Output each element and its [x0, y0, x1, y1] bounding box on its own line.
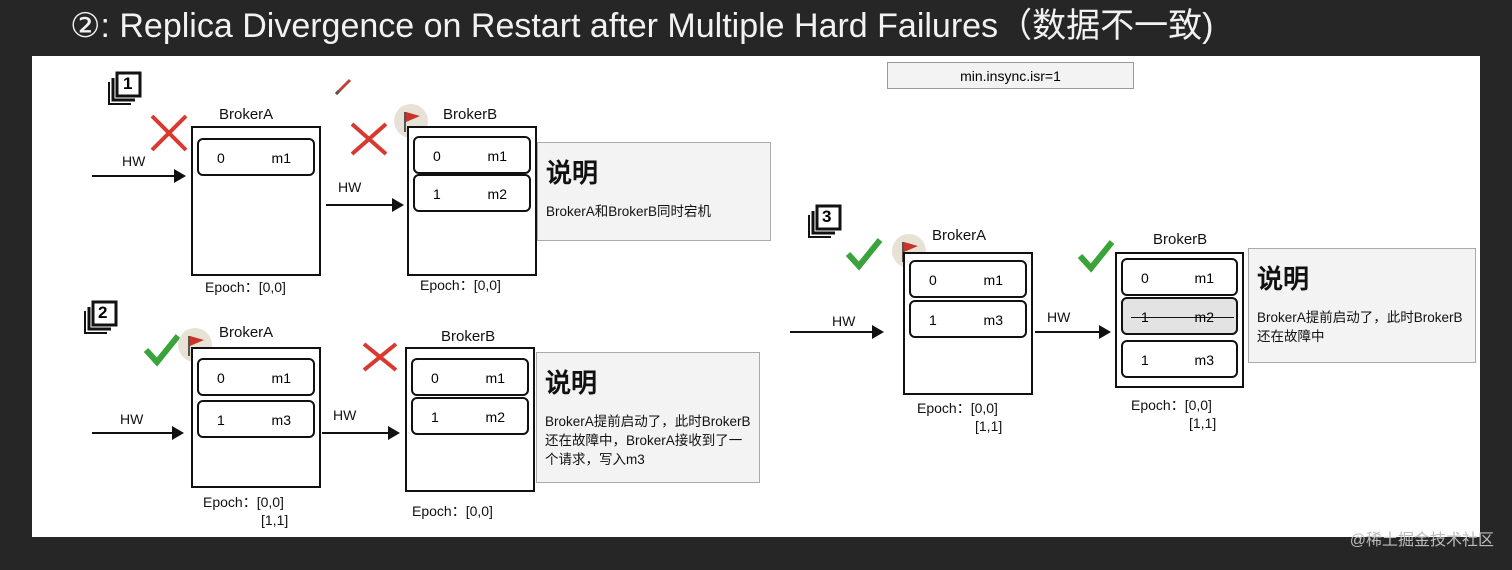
hw-label: HW — [333, 407, 357, 423]
log-offset: 1 — [433, 186, 441, 202]
log-offset: 0 — [929, 272, 937, 288]
step-2-icon — [84, 300, 118, 334]
strikethrough-line — [1131, 317, 1234, 318]
broker-a-title: BrokerA — [219, 106, 274, 123]
log-row: 1 m3 — [197, 400, 315, 438]
broker-b-title: BrokerB — [441, 328, 496, 345]
log-row: 0 m1 — [1121, 258, 1238, 296]
hw-arrow — [790, 325, 884, 339]
up-check-icon — [845, 238, 883, 271]
note-body: BrokerA提前启动了，此时BrokerB还在故障中 — [1257, 310, 1463, 344]
broker-a-log: 0 m1 1 m3 — [903, 252, 1033, 395]
log-message: m3 — [983, 312, 1003, 328]
broker-a-title: BrokerA — [932, 227, 987, 244]
log-offset: 0 — [217, 150, 225, 166]
log-row: 1 m3 — [1121, 340, 1238, 378]
step-3-icon — [808, 204, 842, 238]
hw-arrow — [1035, 325, 1111, 339]
broker-b-title: BrokerB — [1153, 231, 1208, 248]
log-offset: 0 — [1141, 270, 1149, 286]
log-offset: 1 — [929, 312, 937, 328]
step-2-note: 说明 BrokerA提前启动了，此时BrokerB还在故障中，BrokerA接收… — [536, 352, 760, 483]
log-message: m1 — [271, 370, 291, 386]
log-message: m1 — [271, 150, 291, 166]
log-row: 1 m2 — [411, 397, 529, 435]
up-check-icon — [143, 334, 181, 367]
log-row: 0 m1 — [413, 136, 531, 174]
note-title: 说明 — [1257, 264, 1310, 294]
hw-label: HW — [122, 153, 146, 169]
log-message: m3 — [1194, 352, 1214, 368]
step-2-number: 2 — [98, 303, 108, 322]
broker-b-log: 0 m1 1 m2 — [407, 126, 537, 276]
hw-label: HW — [120, 411, 144, 427]
min-insync-isr-box: min.insync.isr=1 — [887, 62, 1134, 89]
log-offset: 0 — [431, 370, 439, 386]
log-row: 0 m1 — [197, 138, 315, 176]
hw-arrow — [92, 426, 184, 440]
step-3-note: 说明 BrokerA提前启动了，此时BrokerB还在故障中 — [1248, 248, 1476, 363]
note-body: BrokerA提前启动了，此时BrokerB还在故障中，BrokerA接收到了一… — [545, 414, 751, 467]
pencil-icon — [334, 78, 352, 96]
note-body: BrokerA和BrokerB同时宕机 — [546, 204, 712, 219]
log-message: m1 — [487, 148, 507, 164]
broker-a-epoch: Epoch：[0,0] [1,1] — [917, 400, 1003, 434]
log-row: 1 m2 — [413, 174, 531, 212]
log-row: 0 m1 — [909, 260, 1027, 298]
log-message: m3 — [271, 412, 291, 428]
log-offset: 0 — [217, 370, 225, 386]
broker-a-log: 0 m1 — [191, 126, 321, 276]
hw-label: HW — [832, 313, 856, 329]
broker-b-epoch: Epoch：[0,0] — [420, 277, 501, 293]
hw-label: HW — [1047, 309, 1071, 325]
step-1-number: 1 — [123, 74, 133, 93]
hw-arrow — [92, 169, 186, 183]
log-message: m2 — [485, 409, 505, 425]
hw-arrow — [326, 198, 404, 212]
truncated-log-row: 1 m2 — [1121, 297, 1238, 335]
hw-arrow — [322, 426, 400, 440]
log-offset: 1 — [217, 412, 225, 428]
log-offset: 0 — [433, 148, 441, 164]
log-message: m2 — [487, 186, 507, 202]
broker-b-epoch: Epoch：[0,0] — [412, 503, 493, 519]
broker-b-log: 0 m1 1 m2 — [405, 347, 535, 492]
log-offset: 1 — [1141, 352, 1149, 368]
broker-a-epoch: Epoch：[0,0] [1,1] — [203, 494, 289, 528]
broker-b-epoch: Epoch：[0,0] [1,1] — [1131, 397, 1217, 431]
step-1-icon — [108, 71, 142, 105]
broker-a-title: BrokerA — [219, 324, 274, 341]
down-cross-icon — [362, 342, 398, 372]
broker-b-title: BrokerB — [443, 106, 498, 123]
log-row: 0 m1 — [411, 358, 529, 396]
broker-b-log: 0 m1 1 m2 1 m3 — [1115, 252, 1244, 388]
log-row: 0 m1 — [197, 358, 315, 396]
diagram-canvas: min.insync.isr=1 1 BrokerA 0 m1 HW Epoch… — [32, 56, 1480, 537]
log-row: 1 m3 — [909, 300, 1027, 338]
note-title: 说明 — [546, 158, 599, 188]
log-message: m1 — [1194, 270, 1214, 286]
broker-a-log: 0 m1 1 m3 — [191, 347, 321, 488]
log-message: m1 — [983, 272, 1003, 288]
slide-title: ②: Replica Divergence on Restart after M… — [70, 7, 1214, 45]
note-title: 说明 — [545, 368, 598, 398]
watermark: @稀土掘金技术社区 — [1349, 532, 1494, 549]
broker-a-epoch: Epoch：[0,0] — [205, 279, 286, 295]
down-cross-icon — [150, 114, 188, 152]
step-1-note: 说明 BrokerA和BrokerB同时宕机 — [537, 142, 771, 241]
log-offset: 1 — [431, 409, 439, 425]
step-3-number: 3 — [822, 207, 832, 226]
down-cross-icon — [350, 122, 388, 156]
hw-label: HW — [338, 179, 362, 195]
up-check-icon — [1077, 240, 1115, 273]
log-message: m1 — [485, 370, 505, 386]
